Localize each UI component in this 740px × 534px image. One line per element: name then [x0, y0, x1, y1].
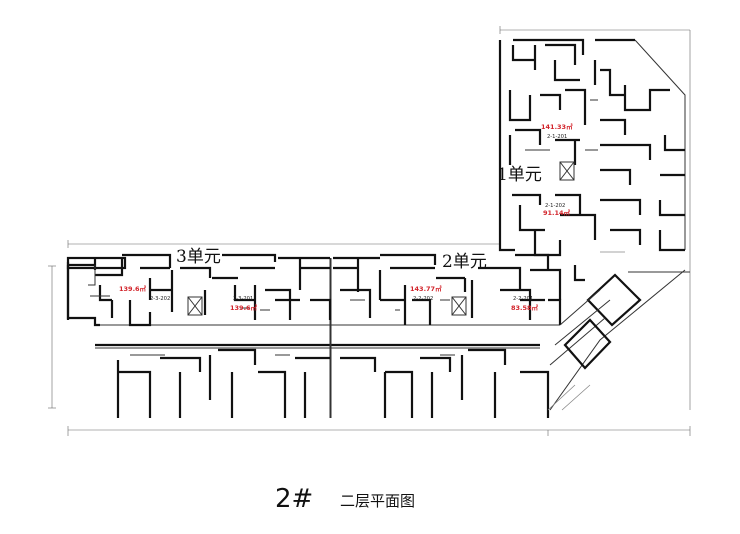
apartment-code-2-1-202: 2-1-202: [545, 203, 565, 209]
unit-label-2: 2单元: [442, 252, 487, 272]
building-outline: [66, 38, 690, 418]
dimension-lines: [48, 26, 691, 436]
apartment-code-2-2-201: 2-2-201: [513, 296, 533, 302]
unit-label-3: 3单元: [176, 247, 221, 267]
apartment-area-2-1-202: 91.14㎡: [543, 208, 571, 217]
apartment-area-2-2-202: 143.77㎡: [410, 284, 442, 293]
building-number: 2#: [275, 484, 313, 514]
south-rooms: [116, 348, 550, 418]
apartment-code-2-3-201: 2-3-201: [233, 296, 253, 302]
apartment-area-2-3-202: 139.6㎡: [119, 284, 147, 293]
unit-3-rooms: [66, 253, 332, 327]
apartment-area-2-3-201: 139.6㎡: [230, 303, 258, 312]
apartment-area-2-2-201: 83.58㎡: [511, 303, 539, 312]
apartment-area-2-1-201: 141.33㎡: [541, 122, 573, 131]
unit-1-rooms: [508, 43, 685, 257]
apartment-code-2-2-202: 2-2-202: [413, 296, 433, 302]
apartment-code-2-1-201: 2-1-201: [547, 134, 567, 140]
floor-plan-title: 二层平面图: [340, 492, 415, 510]
corner-rooms: [547, 273, 642, 411]
apartment-code-2-3-202: 2-3-202: [150, 296, 170, 302]
unit-label-1: 1单元: [497, 165, 542, 185]
